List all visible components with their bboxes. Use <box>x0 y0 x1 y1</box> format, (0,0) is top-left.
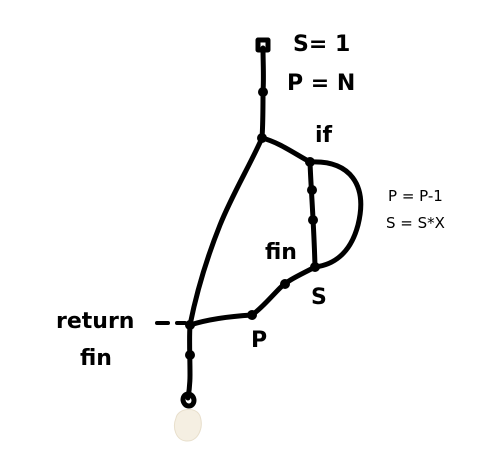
label-p-init: P = N <box>287 71 356 96</box>
node-mid-sp <box>280 279 290 289</box>
node-inner-2 <box>308 215 318 225</box>
start-node <box>255 37 271 53</box>
edge-init-to-if <box>259 89 266 141</box>
end-node <box>180 391 197 409</box>
label-fin-outer: fin <box>80 346 112 371</box>
node-inner-1 <box>307 185 317 195</box>
end-blob <box>173 409 202 442</box>
edge-p-to-merge <box>187 312 255 328</box>
edge-fork-to-return <box>187 135 265 328</box>
edge-fork-to-loop <box>259 135 313 165</box>
label-if: if <box>315 123 333 148</box>
label-s-init: S= 1 <box>293 32 351 57</box>
edge-s-to-p <box>249 264 318 318</box>
edge-merge-to-end <box>185 322 193 401</box>
label-p-update: P = P-1 <box>388 187 443 205</box>
label-s-node: S <box>311 285 327 310</box>
label-s-update: S = S*X <box>386 214 445 232</box>
edge-loop-update <box>307 159 364 270</box>
label-p-node: P <box>251 328 268 353</box>
node-end-1 <box>185 350 195 360</box>
label-fin-inner: fin <box>265 240 297 265</box>
label-return: return <box>56 309 135 334</box>
edge-loop-inner <box>307 159 318 270</box>
